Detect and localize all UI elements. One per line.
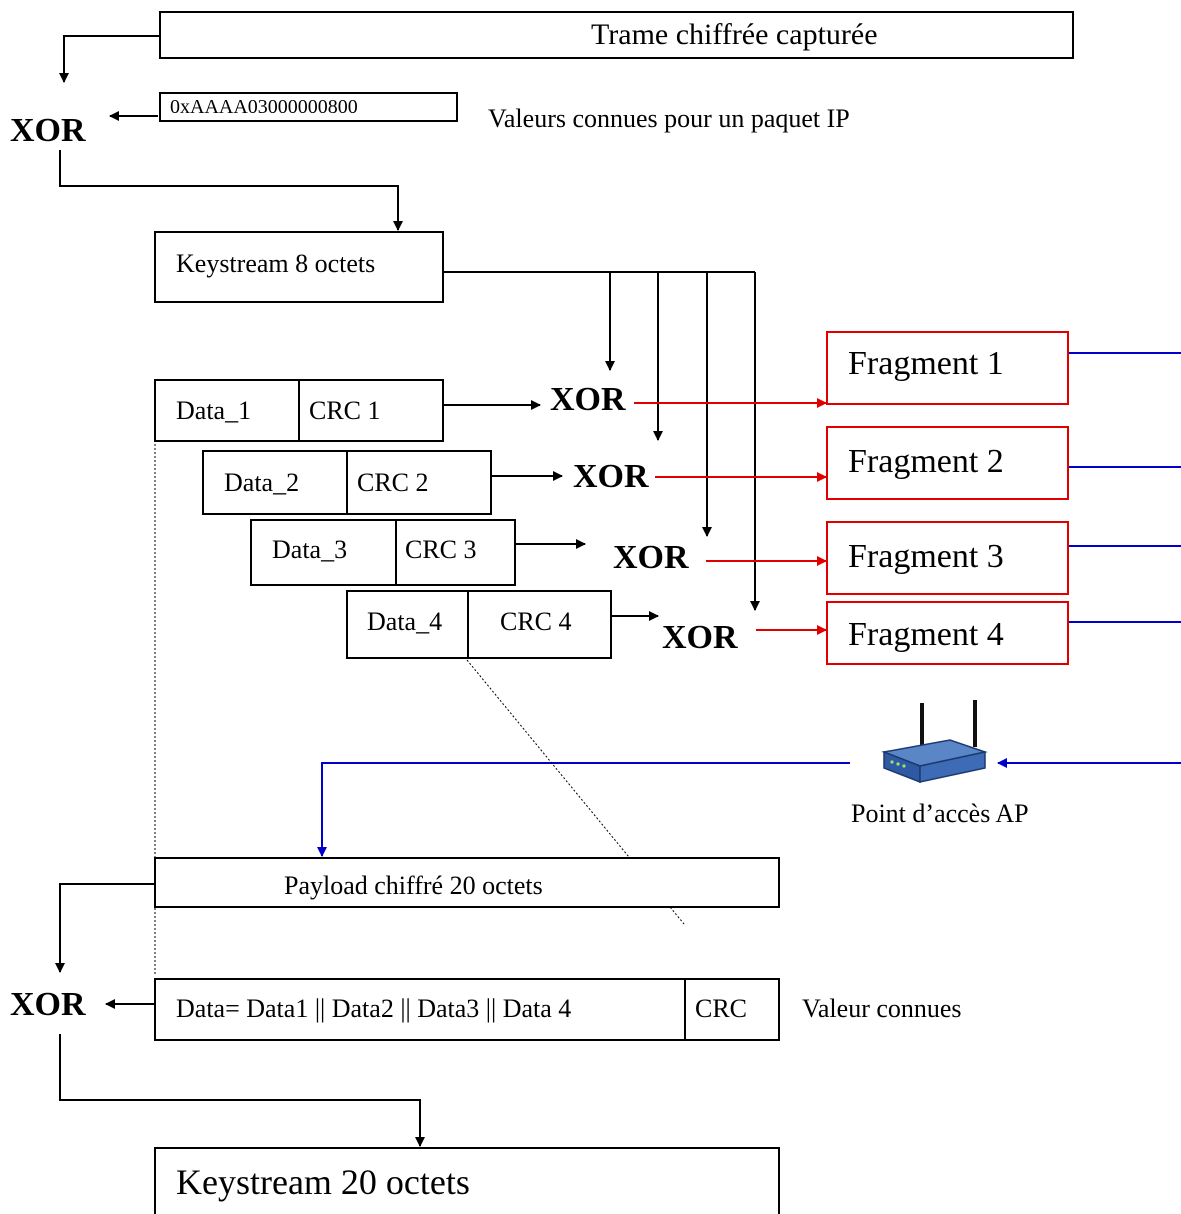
data3-box xyxy=(250,519,397,586)
data1-label: Data_1 xyxy=(176,396,252,425)
known-value-box xyxy=(159,92,458,122)
fragment-1-box xyxy=(826,331,1069,405)
crc-final-box xyxy=(684,978,780,1041)
wire-frame-to-xor xyxy=(59,35,160,83)
keystream-20-box xyxy=(154,1147,780,1214)
data-concat-label: Data= Data1 || Data2 || Data3 || Data 4 xyxy=(176,994,572,1023)
wire-xor-to-keystream20 xyxy=(59,1034,425,1147)
xor-operator-4: XOR xyxy=(662,619,738,656)
data3-label: Data_3 xyxy=(272,535,348,564)
data2-box xyxy=(202,450,348,515)
crc3-label: CRC 3 xyxy=(405,535,477,564)
data4-box xyxy=(346,590,469,659)
captured-frame-box xyxy=(159,11,1074,59)
keystream-20-label: Keystream 20 octets xyxy=(176,1162,470,1202)
keystream-8-label: Keystream 8 octets xyxy=(176,249,376,278)
blue-ap-to-payload xyxy=(317,762,850,857)
fragment-1-label: Fragment 1 xyxy=(848,345,1004,382)
xor-operator-top: XOR xyxy=(10,112,86,149)
data2-label: Data_2 xyxy=(224,468,300,497)
access-point-label: Point d’accès AP xyxy=(851,799,1029,828)
crc1-label: CRC 1 xyxy=(309,396,381,425)
captured-frame-label: Trame chiffrée capturée xyxy=(591,18,878,51)
router-icon xyxy=(881,700,988,784)
known-value-caption: Valeurs connues pour un paquet IP xyxy=(488,104,850,133)
crc4-label: CRC 4 xyxy=(500,607,572,636)
payload-label: Payload chiffré 20 octets xyxy=(284,871,543,900)
xor-operator-2: XOR xyxy=(573,458,649,495)
crc1-box xyxy=(298,379,444,442)
fragment-2-box xyxy=(826,426,1069,500)
crc3-box xyxy=(395,519,516,586)
fragment-3-box xyxy=(826,521,1069,595)
wire-xor-to-keystream8 xyxy=(59,150,403,231)
data1-box xyxy=(154,379,300,442)
known-value-label: 0xAAAA03000000800 xyxy=(170,96,358,118)
keystream-8-box xyxy=(154,231,444,303)
crc4-box xyxy=(467,590,612,659)
wire-payload-to-xor xyxy=(55,883,154,973)
fragment-3-label: Fragment 3 xyxy=(848,538,1004,575)
fragment-4-box xyxy=(826,601,1069,665)
crc-final-label: CRC xyxy=(695,994,748,1023)
known-caption: Valeur connues xyxy=(802,994,962,1023)
fragment-4-label: Fragment 4 xyxy=(848,616,1004,653)
payload-box xyxy=(154,857,780,908)
crc2-box xyxy=(346,450,492,515)
xor-operator-bottom: XOR xyxy=(10,986,86,1023)
crc2-label: CRC 2 xyxy=(357,468,429,497)
xor-operator-1: XOR xyxy=(550,381,626,418)
data4-label: Data_4 xyxy=(367,607,443,636)
xor-operator-3: XOR xyxy=(613,539,689,576)
data-concat-box xyxy=(154,978,686,1041)
fragment-2-label: Fragment 2 xyxy=(848,443,1004,480)
